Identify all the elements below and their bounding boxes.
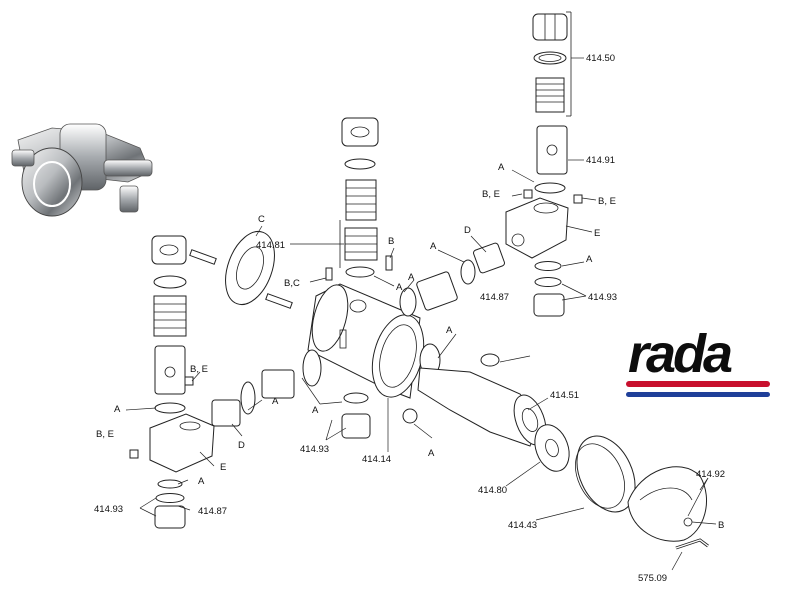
- allen-key-575-09: [675, 538, 709, 550]
- logo-blue-stripe: [626, 392, 770, 397]
- label-a: A: [198, 476, 205, 487]
- label-414-43: 414.43: [508, 520, 537, 531]
- label-a: A: [446, 325, 453, 336]
- label-a: A: [272, 396, 279, 407]
- label-b: B: [388, 236, 394, 247]
- label-b-e: B, E: [482, 189, 500, 200]
- leader-lines: [125, 169, 717, 571]
- rada-logo-text: rada: [628, 324, 732, 384]
- label-b-e: B, E: [190, 364, 208, 375]
- label-a: A: [498, 162, 505, 173]
- rada-logo: rada: [626, 324, 770, 397]
- label-b-e: B, E: [598, 196, 616, 207]
- bearing-c: [225, 231, 275, 305]
- label-a: A: [312, 405, 319, 416]
- label-b-e: B, E: [96, 429, 114, 440]
- cartridge-assembly: [402, 343, 547, 447]
- mixer-valve-product-photo: [11, 123, 153, 217]
- left-side-fittings: [211, 349, 371, 439]
- right-side-fittings: [399, 242, 505, 317]
- label-414-14: 414.14: [362, 454, 391, 465]
- centre-column-parts: [325, 117, 393, 281]
- label-e: E: [220, 462, 226, 473]
- part-labels: 414.50 414.91 A B, E B, E E D A A 414.87…: [94, 53, 725, 584]
- label-b: B: [718, 520, 724, 531]
- label-414-91: 414.91: [586, 155, 615, 166]
- label-a: A: [586, 254, 593, 265]
- label-c: C: [258, 214, 265, 225]
- knob-414-92: [627, 466, 707, 542]
- label-575-09: 575.09: [638, 573, 667, 584]
- right-column-parts: [505, 11, 584, 317]
- label-414-87: 414.87: [198, 506, 227, 517]
- label-414-92: 414.92: [696, 469, 725, 480]
- label-b-c: B,C: [284, 278, 300, 289]
- label-a: A: [428, 448, 435, 459]
- label-414-93: 414.93: [588, 292, 617, 303]
- ring-414-43: [575, 435, 636, 513]
- label-e: E: [594, 228, 600, 239]
- label-a: A: [114, 404, 121, 415]
- label-a: A: [430, 241, 437, 252]
- label-414-87: 414.87: [480, 292, 509, 303]
- label-d: D: [464, 225, 471, 236]
- label-414-50: 414.50: [586, 53, 615, 64]
- label-414-51: 414.51: [550, 390, 579, 401]
- label-414-81: 414.81: [256, 240, 285, 251]
- left-column-parts: [129, 235, 293, 529]
- disc-414-80: [534, 424, 570, 472]
- label-414-80: 414.80: [478, 485, 507, 496]
- label-a: A: [396, 282, 403, 293]
- label-414-93: 414.93: [94, 504, 123, 515]
- main-valve-body: [307, 283, 425, 399]
- label-d: D: [238, 440, 245, 451]
- logo-red-stripe: [626, 381, 770, 387]
- label-414-93: 414.93: [300, 444, 329, 455]
- label-a: A: [408, 272, 415, 283]
